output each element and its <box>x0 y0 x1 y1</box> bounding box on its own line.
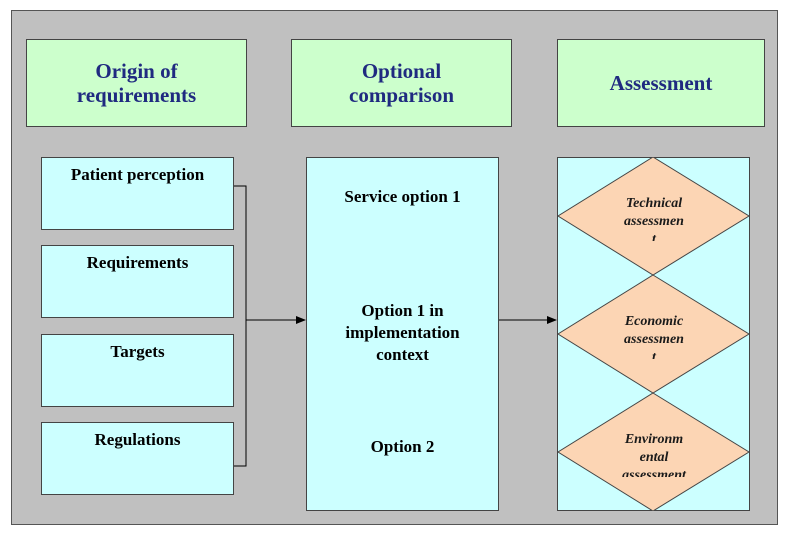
requirement-label: Regulations <box>94 430 181 449</box>
header-assessment-label: Assessment <box>609 71 713 95</box>
bracket-connector <box>234 185 247 467</box>
economic-assessment-label: Economic assessmen t <box>624 314 684 359</box>
service-option-1-label: Service option 1 <box>344 187 461 206</box>
requirement-box-regulations: Regulations <box>41 422 234 495</box>
requirement-box-patient-perception: Patient perception <box>41 157 234 230</box>
option-2-label: Option 2 <box>370 437 435 456</box>
header-origin-of-requirements: Origin of requirements <box>26 39 247 127</box>
requirement-label: Targets <box>110 342 165 361</box>
header-comparison-label: Optional comparison <box>349 59 454 107</box>
options-box <box>306 157 499 511</box>
requirement-label: Requirements <box>86 253 189 272</box>
requirement-box-requirements: Requirements <box>41 245 234 318</box>
requirement-label: Patient perception <box>70 165 205 184</box>
technical-assessment-label: Technical assessmen t <box>624 196 684 241</box>
header-origin-label: Origin of requirements <box>76 59 197 107</box>
header-assessment: Assessment <box>557 39 765 127</box>
environmental-assessment-label: Environm ental assessment <box>622 432 686 477</box>
option-1-context-label: Option 1 in implementation context <box>345 301 460 364</box>
requirement-box-targets: Targets <box>41 334 234 407</box>
diamond-environmental <box>557 392 750 511</box>
header-optional-comparison: Optional comparison <box>291 39 512 127</box>
